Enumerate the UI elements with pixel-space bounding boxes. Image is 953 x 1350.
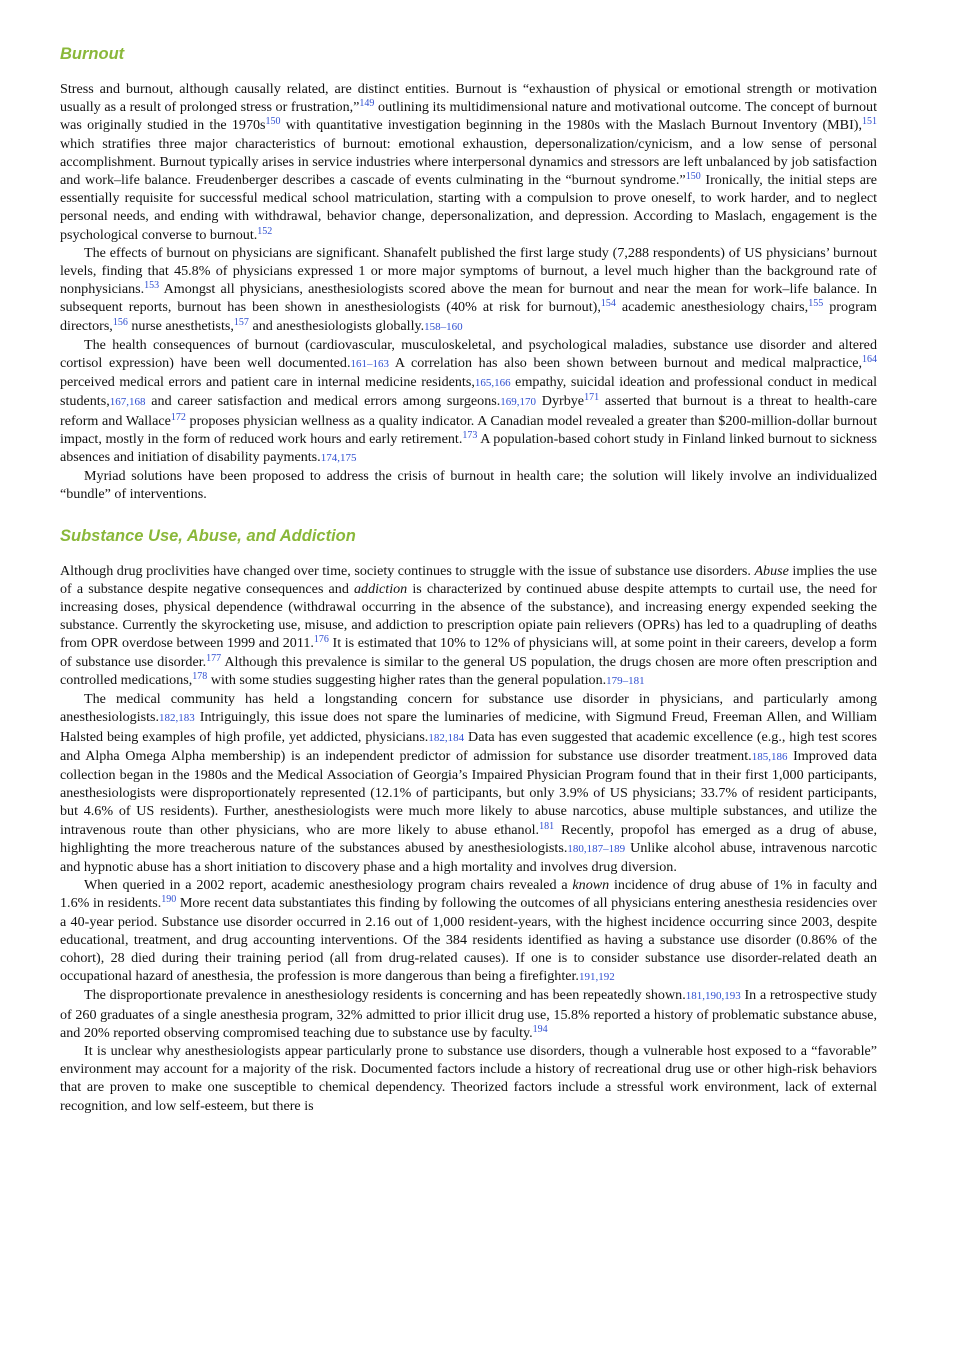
citation-reference[interactable]: 181,190,193 xyxy=(685,990,741,1003)
citation-superscript[interactable]: 171 xyxy=(584,392,600,404)
citation-superscript[interactable]: 150 xyxy=(265,116,281,128)
citation-superscript[interactable]: 172 xyxy=(170,411,186,423)
paragraph: Stress and burnout, although causally re… xyxy=(60,81,877,243)
citation-reference[interactable]: 180,187–189 xyxy=(567,842,626,855)
citation-superscript[interactable]: 173 xyxy=(462,429,478,441)
citation-reference[interactable]: 161–163 xyxy=(350,358,390,371)
citation-superscript[interactable]: 177 xyxy=(206,652,222,664)
paragraph: The health consequences of burnout (card… xyxy=(60,336,878,466)
citation-reference[interactable]: 169,170 xyxy=(500,396,536,409)
paragraph: Although drug proclivities have changed … xyxy=(60,562,877,688)
citation-superscript[interactable]: 151 xyxy=(862,116,877,128)
document-page: Burnout Stress and burnout, although cau… xyxy=(60,44,877,1115)
citation-reference[interactable]: 182,184 xyxy=(428,731,465,744)
paragraph: When queried in a 2002 report, academic … xyxy=(60,877,877,985)
citation-reference[interactable]: 174,175 xyxy=(320,452,357,465)
emphasized-term: Abuse xyxy=(754,562,789,579)
citation-reference[interactable]: 185,186 xyxy=(751,750,788,763)
citation-reference[interactable]: 179–181 xyxy=(606,674,645,687)
citation-reference[interactable]: 165,166 xyxy=(474,377,511,390)
paragraph: The effects of burnout on physicians are… xyxy=(60,244,877,334)
paragraph: It is unclear why anesthesiologists appe… xyxy=(60,1042,877,1114)
citation-superscript[interactable]: 181 xyxy=(539,820,555,832)
citation-reference[interactable]: 182,183 xyxy=(159,712,195,725)
paragraph: The medical community has held a longsta… xyxy=(60,691,878,875)
citation-superscript[interactable]: 157 xyxy=(233,316,249,328)
citation-superscript[interactable]: 178 xyxy=(192,670,208,682)
emphasized-term: addiction xyxy=(353,580,408,597)
section-body-burnout: Stress and burnout, although causally re… xyxy=(60,80,877,504)
paragraph: The disproportionate prevalence in anest… xyxy=(60,987,877,1041)
citation-superscript[interactable]: 156 xyxy=(112,316,128,328)
citation-reference[interactable]: 191,192 xyxy=(578,971,615,984)
citation-superscript[interactable]: 176 xyxy=(313,634,329,646)
citation-superscript[interactable]: 154 xyxy=(600,298,616,310)
citation-superscript[interactable]: 150 xyxy=(685,171,701,183)
citation-superscript[interactable]: 153 xyxy=(144,280,160,292)
section-heading-burnout: Burnout xyxy=(60,45,125,63)
citation-superscript[interactable]: 194 xyxy=(532,1023,548,1035)
citation-reference[interactable]: 158–160 xyxy=(424,320,463,333)
citation-superscript[interactable]: 164 xyxy=(862,354,877,366)
citation-superscript[interactable]: 152 xyxy=(257,225,273,237)
section-body-substance-use: Although drug proclivities have changed … xyxy=(60,562,877,1115)
citation-superscript[interactable]: 190 xyxy=(161,894,177,906)
citation-superscript[interactable]: 155 xyxy=(808,298,824,310)
emphasized-term: known xyxy=(572,877,610,894)
section-heading-substance-use: Substance Use, Abuse, and Addiction xyxy=(60,526,356,545)
paragraph: Myriad solutions have been proposed to a… xyxy=(60,468,877,503)
citation-superscript[interactable]: 149 xyxy=(359,98,375,110)
citation-reference[interactable]: 167,168 xyxy=(109,396,146,409)
